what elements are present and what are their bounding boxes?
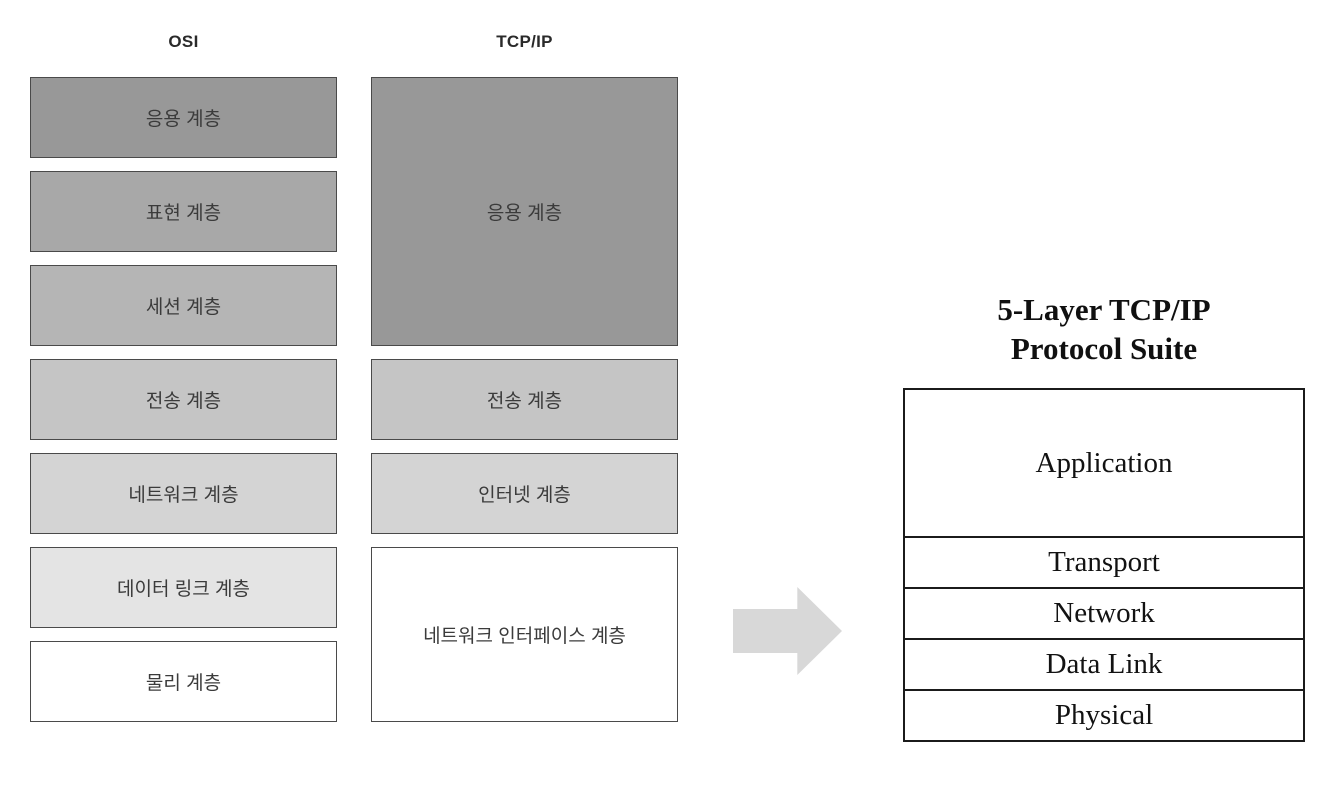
tcpip-layer-transport: 전송 계층 (371, 359, 678, 440)
suite-title-line2: Protocol Suite (1010, 331, 1198, 366)
osi-layer-physical: 물리 계층 (30, 641, 337, 722)
suite-title: 5-Layer TCP/IP Protocol Suite (903, 290, 1305, 368)
suite-title-line1: 5-Layer TCP/IP (997, 292, 1211, 327)
right-arrow-icon (733, 587, 842, 675)
osi-layer-application: 응용 계층 (30, 77, 337, 158)
tcpip-layer-network-interface: 네트워크 인터페이스 계층 (371, 547, 678, 722)
five-layer-suite-panel: 5-Layer TCP/IP Protocol Suite Applicatio… (903, 290, 1305, 742)
tcpip-layer-internet: 인터넷 계층 (371, 453, 678, 534)
osi-column-title: OSI (168, 32, 199, 51)
tcpip-column-title: TCP/IP (496, 32, 553, 51)
osi-layer-presentation: 표현 계층 (30, 171, 337, 252)
suite-layer-application: Application (1035, 446, 1173, 479)
suite-table: Application Transport Network Data Link … (903, 388, 1305, 742)
tcpip-layer-application: 응용 계층 (371, 77, 678, 346)
osi-layer-session: 세션 계층 (30, 265, 337, 346)
suite-layer-physical: Physical (905, 689, 1303, 740)
osi-layer-datalink: 데이터 링크 계층 (30, 547, 337, 628)
osi-stack: OSI 응용 계층 표현 계층 세션 계층 전송 계층 네트워크 계층 데이터 … (30, 20, 337, 722)
suite-layer-network: Network (905, 587, 1303, 638)
suite-layer-datalink: Data Link (905, 638, 1303, 689)
suite-layer-transport: Transport (905, 536, 1303, 587)
osi-layer-transport: 전송 계층 (30, 359, 337, 440)
tcpip-stack: TCP/IP 응용 계층 전송 계층 인터넷 계층 네트워크 인터페이스 계층 (371, 20, 678, 722)
osi-layer-network: 네트워크 계층 (30, 453, 337, 534)
